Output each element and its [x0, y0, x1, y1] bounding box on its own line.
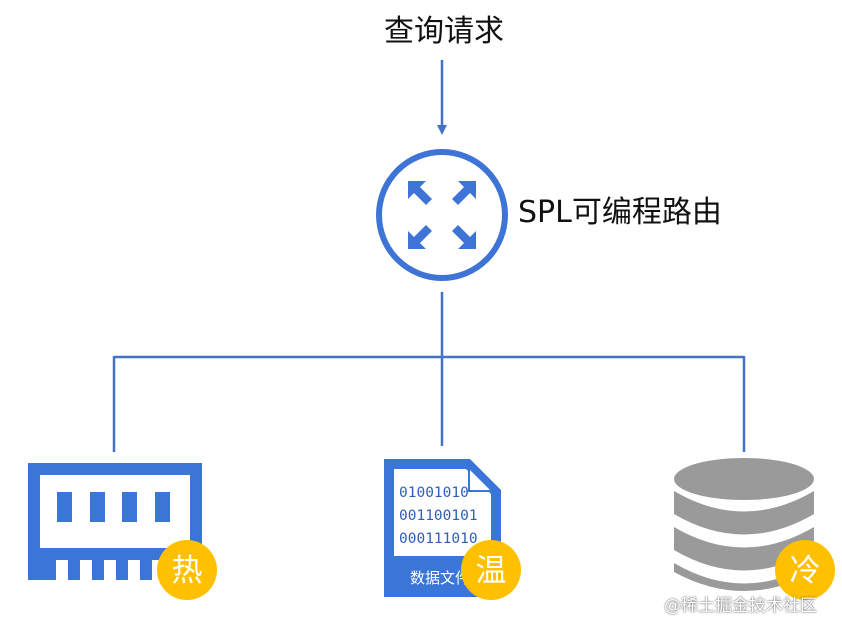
cold-badge-text: 冷 [790, 553, 821, 589]
router-icon [376, 149, 508, 281]
watermark: @稀土掘金技术社区 [664, 596, 817, 616]
router-label: SPL可编程路由 [518, 195, 722, 230]
query-request-label: 查询请求 [384, 14, 504, 49]
file-caption: 数据文件 [410, 569, 470, 587]
connector-tree [112, 292, 746, 452]
cold-badge: 冷 [775, 540, 835, 600]
warm-badge-text: 温 [476, 553, 507, 589]
file-line-1: 01001010 [399, 485, 469, 501]
file-line-3: 000111010 [399, 531, 478, 547]
hot-badge-text: 热 [172, 553, 203, 589]
file-line-2: 001100101 [399, 508, 478, 524]
memory-icon [28, 463, 202, 580]
warm-badge: 温 [461, 540, 521, 600]
hot-badge: 热 [157, 540, 217, 600]
